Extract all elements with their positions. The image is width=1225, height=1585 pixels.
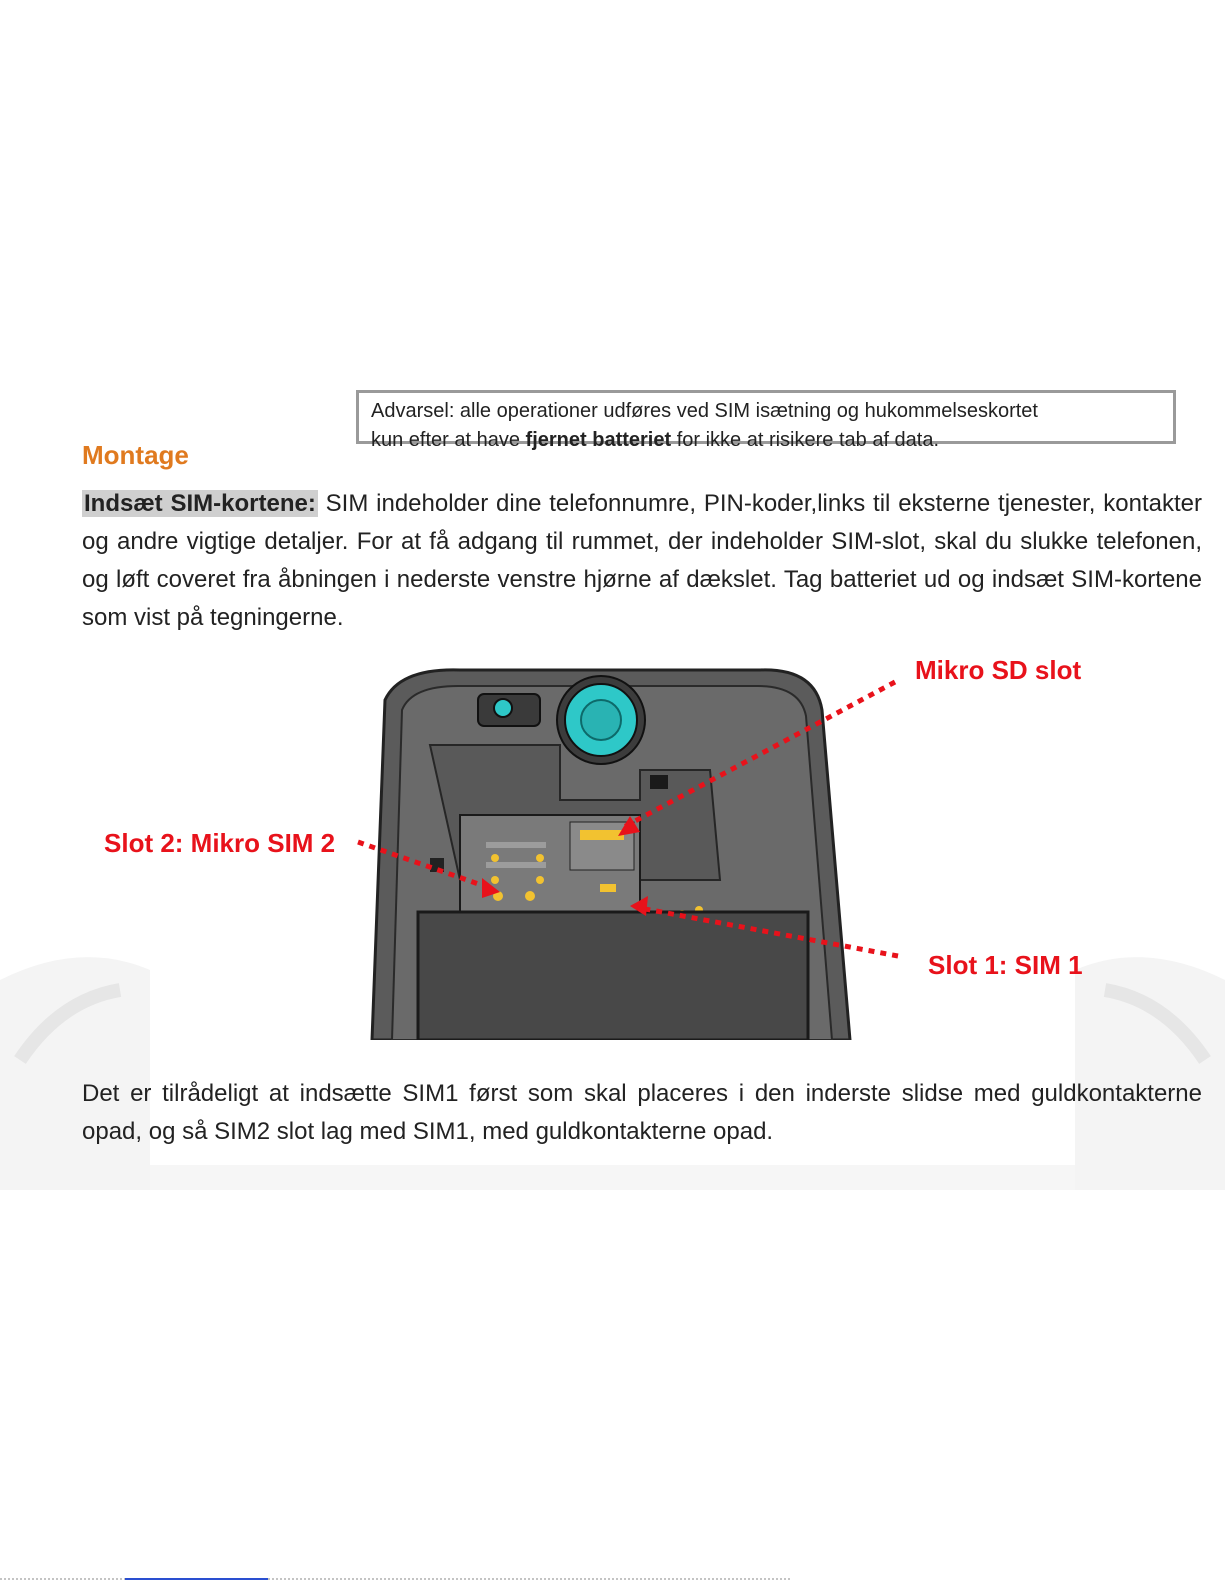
warning-box: Advarsel: alle operationer udføres ved S… [356, 390, 1176, 451]
intro-text: SIM indeholder dine telefonnumre, PIN-ko… [82, 490, 1202, 631]
arrow-sd [620, 679, 897, 831]
footer-rule [0, 1578, 790, 1580]
callout-sim2: Slot 2: Mikro SIM 2 [104, 828, 336, 858]
camera-lens [493, 698, 513, 718]
sd-contacts [580, 830, 624, 840]
arrow-sim1 [639, 905, 899, 959]
warning-emphasis: fjernet batteriet [525, 429, 672, 451]
callout-sim1: Slot 1: SIM 1 [928, 950, 1083, 980]
intro-paragraph: Indsæt SIM-kortene: SIM indeholder dine … [82, 485, 1202, 637]
note-paragraph: Det er tilrådeligt at indsætte SIM1 førs… [82, 1080, 1202, 1145]
micro-sd-slot [650, 775, 668, 789]
section-title: Montage [82, 440, 189, 470]
callout-micro-sd: Mikro SD slot [915, 655, 1082, 685]
warning-line-2: kun efter at have fjernet batteriet for … [371, 429, 940, 451]
intro-lead: Indsæt SIM-kortene: [82, 490, 318, 517]
warning-line-1: Advarsel: alle operationer udføres ved S… [371, 400, 1038, 422]
phone-back-diagram [357, 668, 899, 1040]
battery [416, 910, 810, 1040]
